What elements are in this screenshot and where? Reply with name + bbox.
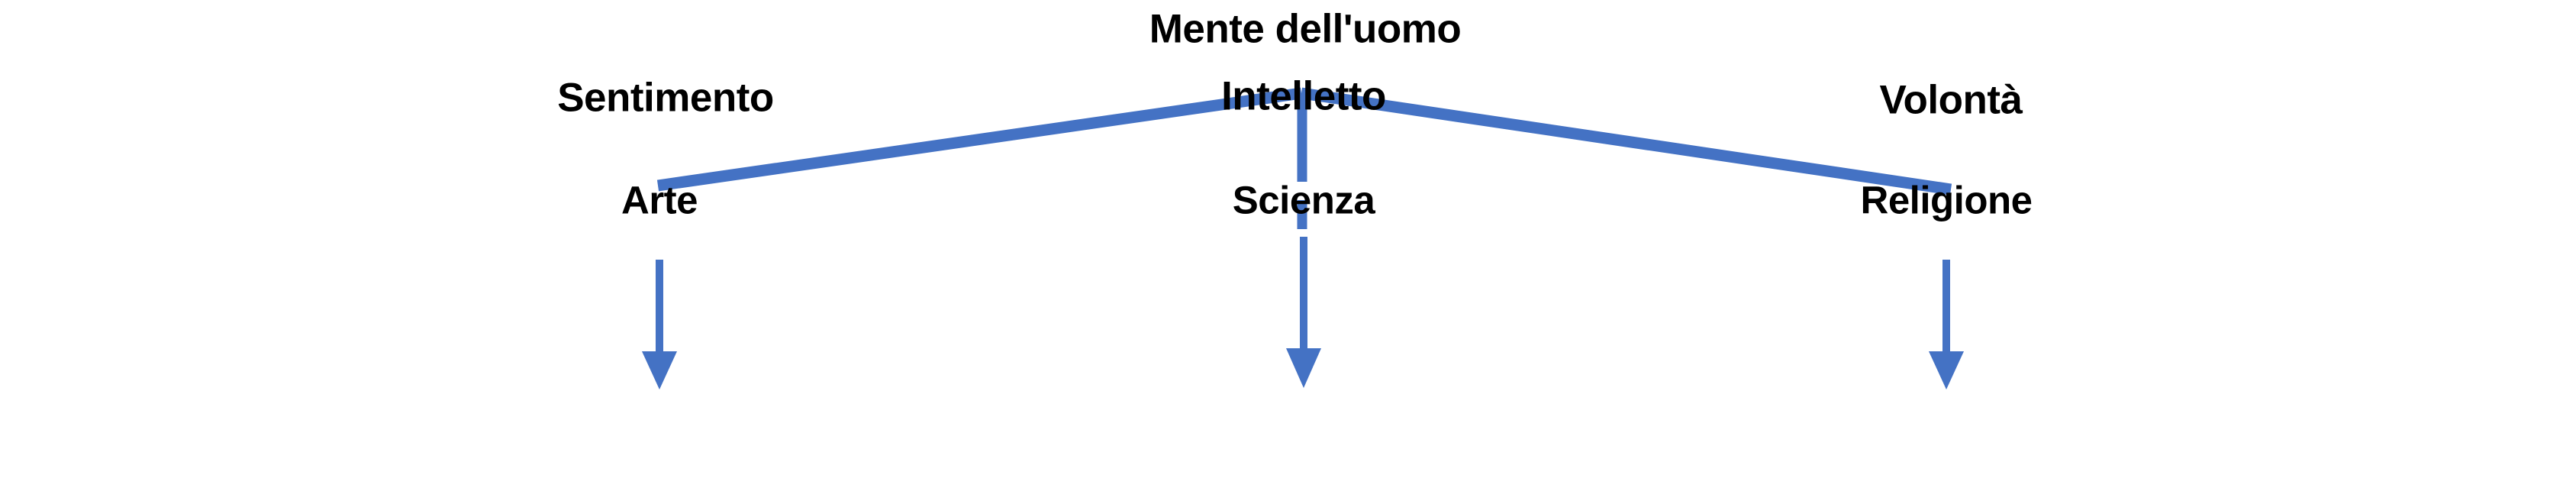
arrow-group-sentimento-arte [642,260,677,389]
arrow-head-sentimento-arte [642,351,677,389]
node-sentimento[interactable]: Sentimento [557,75,774,121]
node-religione[interactable]: Religione [1860,178,2033,222]
arrow-group-intelletto-scienza [1286,237,1321,388]
node-volonta[interactable]: Volontà [1879,77,2023,123]
arrow-head-intelletto-scienza [1286,348,1321,388]
node-scienza[interactable]: Scienza [1232,178,1375,222]
arrow-head-volonta-religione [1929,351,1964,389]
arrow-group-volonta-religione [1929,260,1964,389]
node-arte[interactable]: Arte [621,178,698,222]
branch-line-volonta [1300,87,1952,196]
node-intelletto[interactable]: Intelletto [1221,73,1386,119]
node-mente-dell-uomo[interactable]: Mente dell'uomo [1149,6,1462,52]
